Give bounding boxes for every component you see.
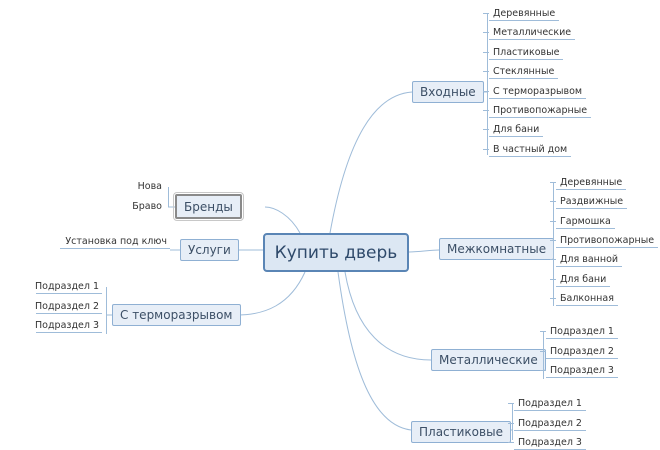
branch-metallicheskie[interactable]: Металлические — [431, 349, 546, 371]
leaf-plastikovye-1[interactable]: Подраздел 1 — [508, 396, 586, 411]
link-root-vhodnye — [329, 91, 413, 234]
leaf-vhodnye-1[interactable]: Деревянные — [482, 6, 560, 21]
group-line-vhodnye — [487, 14, 488, 155]
leaf-vhodnye-6[interactable]: Противопожарные — [482, 103, 592, 118]
leaf-vhodnye-4[interactable]: Стеклянные — [482, 64, 559, 79]
leaf-brendy-1[interactable]: Нова — [137, 181, 162, 192]
leaf-uslugi-1[interactable]: Установка под ключ — [60, 234, 170, 249]
leaf-mezhkomnatnye-5[interactable]: Для ванной — [549, 252, 623, 267]
group-line-mezhkomnatnye — [553, 183, 554, 306]
root-node[interactable]: Купить дверь — [263, 233, 409, 272]
leaf-termorazryv-1[interactable]: Подраздел 1 — [35, 279, 102, 294]
leaf-metallicheskie-2[interactable]: Подраздел 2 — [540, 344, 618, 359]
leaf-vhodnye-8[interactable]: В частный дом — [482, 142, 572, 157]
link-root-termorazryv — [236, 271, 306, 316]
leaf-vhodnye-3[interactable]: Пластиковые — [482, 45, 564, 60]
leaf-termorazryv-2[interactable]: Подраздел 2 — [35, 299, 102, 314]
link-root-metallicheskie — [344, 271, 432, 361]
group-line-plastikovye — [512, 404, 513, 440]
leaf-mezhkomnatnye-7[interactable]: Балконная — [550, 291, 618, 306]
leaf-mezhkomnatnye-1[interactable]: Деревянные — [549, 175, 627, 190]
branch-uslugi[interactable]: Услуги — [180, 239, 239, 261]
leaf-mezhkomnatnye-6[interactable]: Для бани — [549, 272, 611, 287]
link-root-mezhkomnatnye — [408, 249, 440, 253]
leaf-vhodnye-7[interactable]: Для бани — [482, 122, 544, 137]
leaf-vhodnye-5[interactable]: С терморазрывом — [482, 84, 587, 99]
leaf-metallicheskie-1[interactable]: Подраздел 1 — [540, 324, 618, 339]
leaf-brendy-2[interactable]: Браво — [132, 201, 162, 212]
link-root-plastikovye — [337, 271, 412, 431]
leaf-vhodnye-2[interactable]: Металлические — [482, 25, 576, 40]
leaf-termorazryv-3[interactable]: Подраздел 3 — [35, 318, 102, 333]
group-line-termorazryv — [105, 287, 107, 334]
leaf-metallicheskie-3[interactable]: Подраздел 3 — [540, 363, 618, 378]
branch-brendy[interactable]: Бренды — [173, 192, 244, 221]
branch-vhodnye[interactable]: Входные — [412, 81, 484, 103]
branch-termorazryv[interactable]: С терморазрывом — [112, 304, 241, 326]
leaf-mezhkomnatnye-2[interactable]: Раздвижные — [549, 194, 628, 209]
branch-mezhkomnatnye[interactable]: Межкомнатные — [439, 238, 555, 260]
branch-plastikovye[interactable]: Пластиковые — [411, 421, 511, 443]
group-line-brendy — [167, 187, 169, 207]
leaf-mezhkomnatnye-3[interactable]: Гармошка — [550, 214, 615, 229]
link-root-brendy — [264, 206, 301, 234]
leaf-plastikovye-3[interactable]: Подраздел 3 — [508, 435, 586, 450]
group-line-metallicheskie — [543, 332, 544, 379]
leaf-mezhkomnatnye-4[interactable]: Противопожарные — [549, 233, 659, 248]
leaf-plastikovye-2[interactable]: Подраздел 2 — [508, 416, 586, 431]
